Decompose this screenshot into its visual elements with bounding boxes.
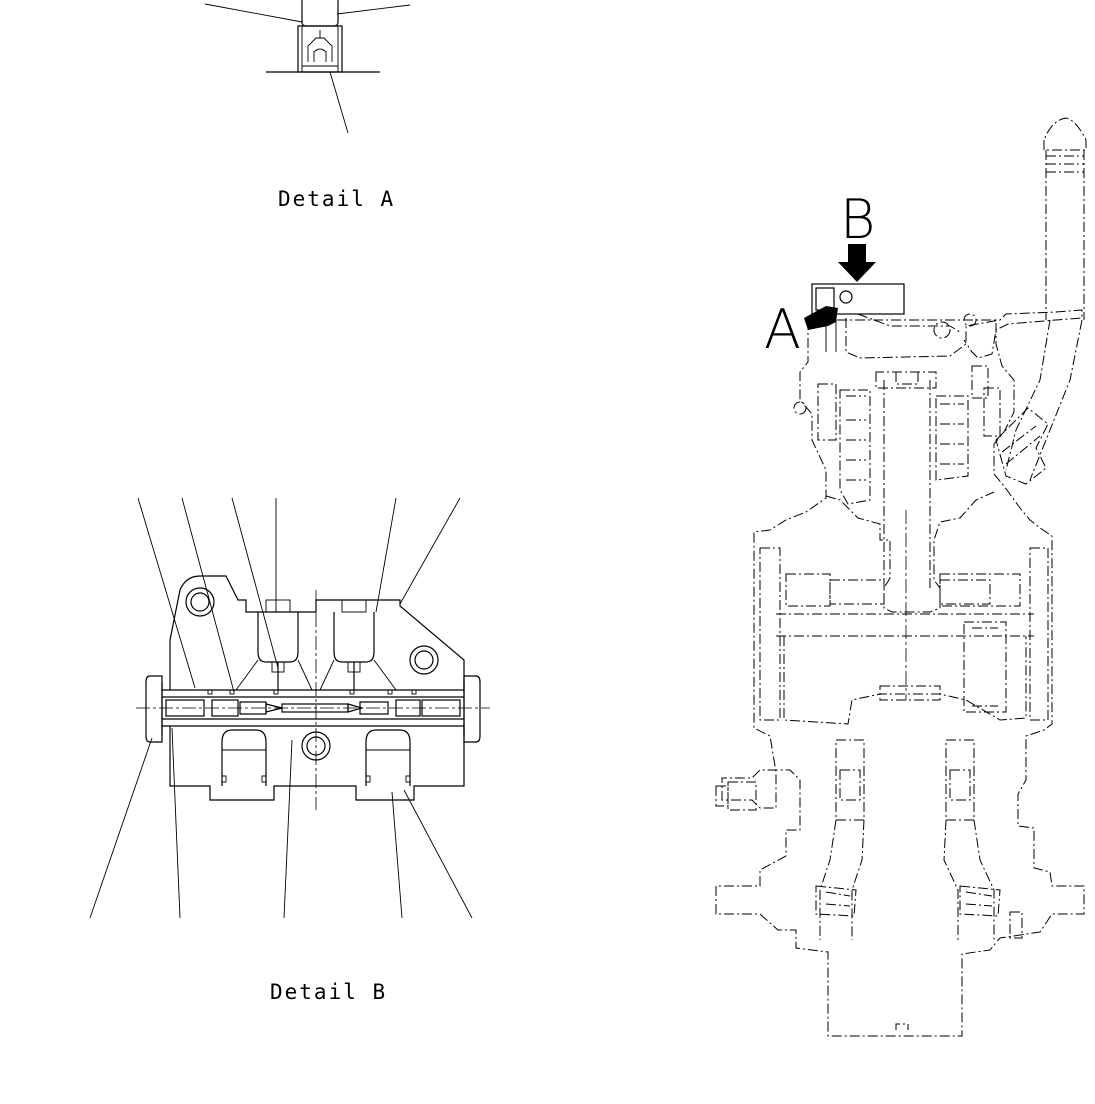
view-arrow-a xyxy=(804,283,905,352)
view-arrow-b xyxy=(838,244,876,282)
view-label-a: A xyxy=(764,298,801,361)
arrow-a-shape xyxy=(804,306,838,330)
arrow-b-shape xyxy=(838,244,876,282)
detail-a-caption: Detail A xyxy=(278,187,395,211)
detail-b-caption: Detail B xyxy=(270,980,387,1004)
view-label-b: B xyxy=(840,188,875,251)
detail-b-drawing xyxy=(89,497,490,919)
detail-a-drawing xyxy=(204,0,411,134)
transmission-assembly-drawing xyxy=(715,117,1087,1037)
